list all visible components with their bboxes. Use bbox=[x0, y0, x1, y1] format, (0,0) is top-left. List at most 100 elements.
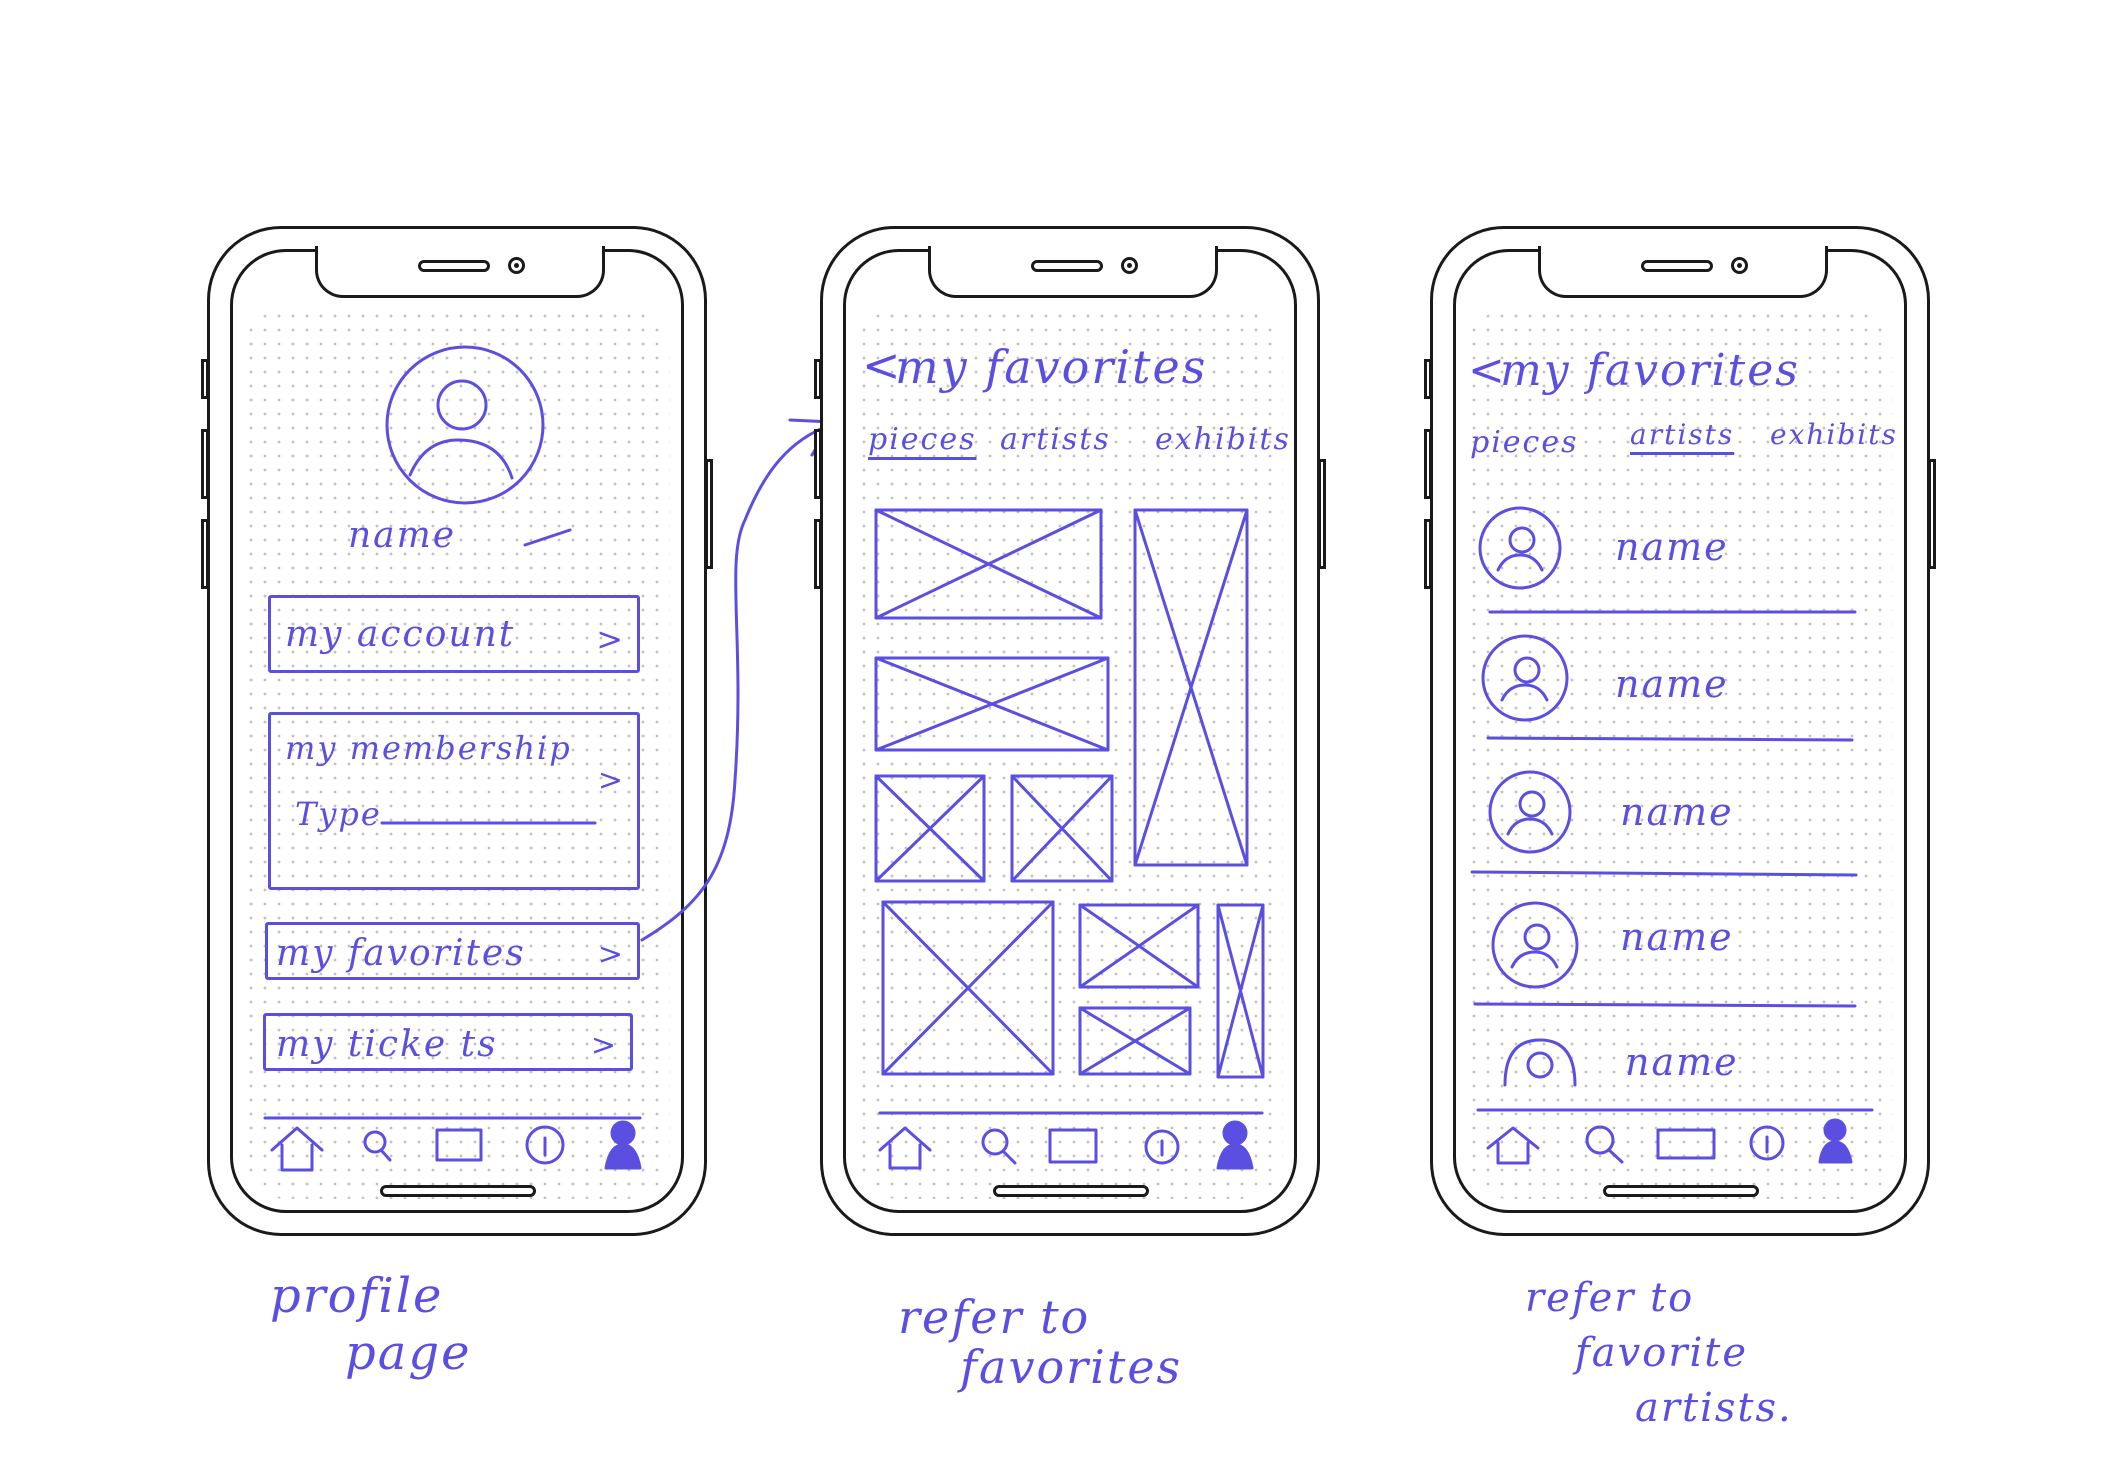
side-button bbox=[1928, 459, 1936, 569]
search-icon bbox=[981, 1128, 1009, 1156]
caption-artists-line2: favorite bbox=[1575, 1330, 1748, 1376]
avatar-head bbox=[436, 379, 488, 431]
tab-artists[interactable]: artists bbox=[1000, 422, 1111, 457]
avatar-body bbox=[408, 438, 514, 480]
artist-name[interactable]: name bbox=[1620, 915, 1734, 959]
chevron-right-icon: > bbox=[590, 1028, 618, 1063]
home-icon bbox=[270, 1126, 324, 1172]
info-icon bbox=[1749, 1125, 1785, 1161]
home-indicator[interactable] bbox=[993, 1185, 1149, 1197]
piece-thumbnail[interactable] bbox=[1133, 508, 1249, 867]
my-account-label: my account bbox=[285, 614, 516, 655]
list-divider bbox=[1473, 1002, 1857, 1008]
caption-profile-line1: profile bbox=[270, 1268, 444, 1324]
piece-thumbnail[interactable] bbox=[874, 508, 1103, 620]
screen-profile bbox=[244, 309, 670, 1199]
caption-artists-line1: refer to bbox=[1525, 1275, 1695, 1321]
flow-arrow-line bbox=[640, 423, 832, 942]
side-button bbox=[201, 519, 209, 589]
avatar-circle bbox=[385, 345, 545, 505]
caption-favorites-line2: favorites bbox=[960, 1340, 1183, 1394]
screen-favorites-artists bbox=[1467, 309, 1893, 1199]
edit-mark bbox=[523, 528, 572, 547]
list-divider bbox=[1470, 870, 1858, 877]
my-membership-card[interactable]: my membership > Type bbox=[268, 712, 640, 890]
artist-avatar bbox=[1488, 770, 1572, 854]
back-button[interactable]: < bbox=[862, 338, 903, 392]
side-button bbox=[814, 359, 822, 399]
chevron-right-icon: > bbox=[597, 763, 625, 798]
speaker bbox=[1031, 260, 1103, 272]
piece-thumbnail[interactable] bbox=[874, 774, 986, 883]
my-account-button[interactable]: my account > bbox=[268, 595, 640, 673]
tab-artists[interactable]: artists bbox=[1630, 418, 1735, 451]
list-divider bbox=[1486, 736, 1854, 742]
chevron-right-icon: > bbox=[597, 937, 625, 972]
my-tickets-button[interactable]: my ticke ts > bbox=[263, 1013, 633, 1071]
chevron-right-icon: > bbox=[596, 620, 625, 658]
search-icon bbox=[363, 1130, 387, 1154]
camera bbox=[1121, 257, 1138, 274]
side-button bbox=[1424, 429, 1432, 499]
caption-favorites-line1: refer to bbox=[898, 1290, 1091, 1344]
info-icon bbox=[1144, 1129, 1180, 1165]
home-indicator[interactable] bbox=[380, 1185, 536, 1197]
piece-thumbnail[interactable] bbox=[881, 900, 1055, 1076]
exhibits-icon bbox=[1656, 1128, 1716, 1160]
caption-artists-line3: artists. bbox=[1635, 1385, 1793, 1431]
artist-name[interactable]: name bbox=[1615, 662, 1729, 706]
speaker bbox=[1641, 260, 1713, 272]
profile-name-label[interactable]: name bbox=[348, 515, 457, 556]
camera bbox=[1731, 257, 1748, 274]
side-button bbox=[201, 359, 209, 399]
notch bbox=[315, 246, 605, 298]
tab-pieces[interactable]: pieces bbox=[1470, 425, 1579, 460]
artist-avatar bbox=[1503, 1038, 1577, 1087]
notch bbox=[928, 246, 1218, 298]
piece-thumbnail[interactable] bbox=[874, 656, 1110, 752]
artist-name[interactable]: name bbox=[1620, 790, 1734, 834]
side-button bbox=[814, 519, 822, 589]
side-button bbox=[201, 429, 209, 499]
notch bbox=[1538, 246, 1828, 298]
profile-icon bbox=[1823, 1118, 1847, 1142]
piece-thumbnail[interactable] bbox=[1010, 774, 1114, 883]
my-tickets-label: my ticke ts bbox=[276, 1024, 498, 1065]
piece-thumbnail[interactable] bbox=[1078, 1006, 1192, 1076]
my-favorites-button[interactable]: my favorites > bbox=[265, 922, 640, 980]
home-icon bbox=[1486, 1126, 1540, 1165]
tab-exhibits[interactable]: exhibits bbox=[1770, 418, 1898, 451]
phone-frame-favorites-artists bbox=[1424, 226, 1936, 1236]
speaker bbox=[418, 260, 490, 272]
artist-avatar bbox=[1478, 506, 1562, 590]
back-button[interactable]: < bbox=[1468, 345, 1507, 396]
home-icon bbox=[878, 1126, 932, 1170]
side-button bbox=[1318, 459, 1326, 569]
piece-thumbnail[interactable] bbox=[1078, 903, 1200, 989]
my-membership-label: my membership bbox=[285, 729, 572, 767]
side-button bbox=[1424, 519, 1432, 589]
favorites-title: my favorites bbox=[1500, 345, 1800, 396]
artist-name[interactable]: name bbox=[1625, 1040, 1739, 1084]
membership-type-label: Type bbox=[295, 795, 382, 833]
home-indicator[interactable] bbox=[1603, 1185, 1759, 1197]
side-button bbox=[814, 429, 822, 499]
exhibits-icon bbox=[435, 1128, 483, 1162]
artist-avatar bbox=[1491, 901, 1579, 989]
search-icon bbox=[1585, 1125, 1615, 1155]
artist-name[interactable]: name bbox=[1615, 525, 1729, 569]
tab-exhibits[interactable]: exhibits bbox=[1155, 422, 1291, 457]
artist-avatar bbox=[1481, 634, 1569, 722]
favorites-title: my favorites bbox=[895, 340, 1208, 394]
my-favorites-label: my favorites bbox=[276, 933, 526, 974]
side-button bbox=[1424, 359, 1432, 399]
caption-profile-line2: page bbox=[345, 1325, 472, 1381]
tab-pieces[interactable]: pieces bbox=[868, 422, 977, 457]
info-icon bbox=[525, 1125, 565, 1165]
side-button bbox=[705, 459, 713, 569]
piece-thumbnail[interactable] bbox=[1216, 903, 1265, 1079]
